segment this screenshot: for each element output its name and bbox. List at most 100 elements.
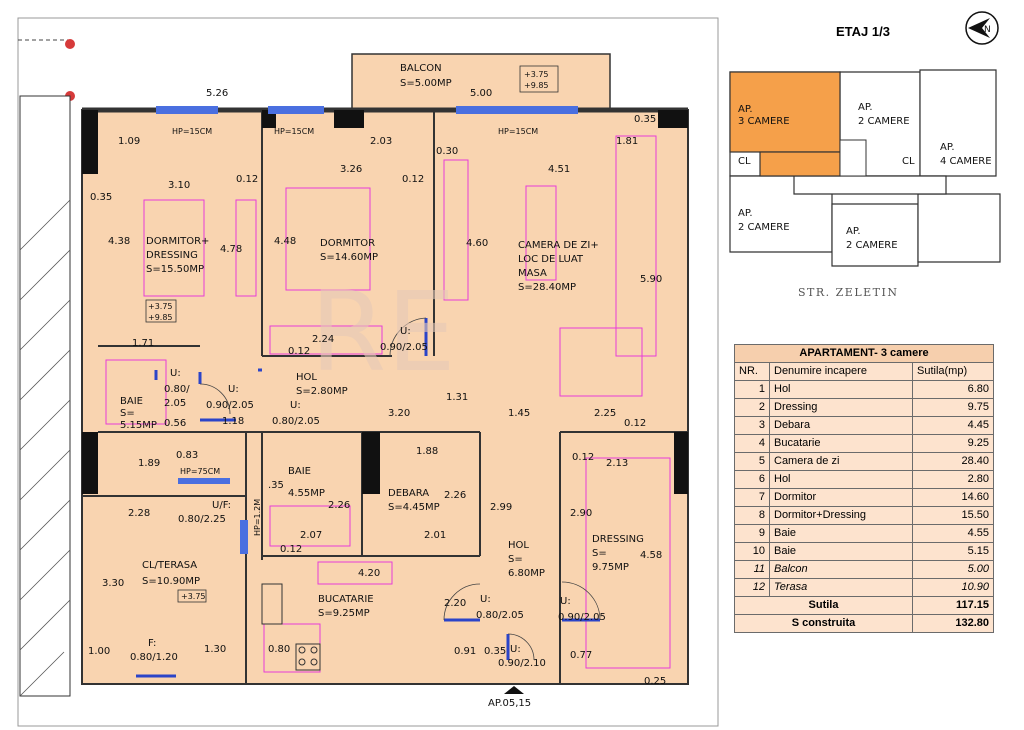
row-area: 4.55 xyxy=(912,524,994,543)
dim: 2.20 xyxy=(444,598,466,609)
key-unit-2-l1: AP. xyxy=(858,102,873,113)
room-hall-small-l1: HOL xyxy=(296,372,317,383)
area-table: APARTAMENT- 3 camere NR. Denumire incape… xyxy=(734,344,994,633)
window-label: HP=15CM xyxy=(498,127,538,136)
dim: 0.12 xyxy=(236,174,258,185)
row-area: 5.15 xyxy=(912,542,994,561)
bedroom-level1: +3.75 xyxy=(148,302,173,311)
furniture xyxy=(105,135,671,673)
row-area: 5.00 xyxy=(912,560,994,579)
balcony-area-label: S=5.00MP xyxy=(400,78,452,89)
room-bath1-l1: BAIE xyxy=(120,396,143,407)
window-label: HP=15CM xyxy=(274,127,314,136)
kitchen-appliances xyxy=(261,583,321,671)
col-nr: NR. xyxy=(734,362,770,381)
dim: 0.12 xyxy=(572,452,594,463)
room-bedroom-dressing-l2: DRESSING xyxy=(146,250,198,261)
floor-label: ETAJ 1/3 xyxy=(836,24,890,39)
door-label: U: xyxy=(290,400,301,411)
dim: 0.12 xyxy=(624,418,646,429)
row-nr: 8 xyxy=(734,506,770,525)
row-area: 2.80 xyxy=(912,470,994,489)
sheet-frame xyxy=(17,17,719,727)
table-total-row: Sutila 117.15 xyxy=(734,596,994,615)
balcony-label: BALCON xyxy=(400,63,442,74)
structural-columns xyxy=(82,110,688,494)
door-label: U: xyxy=(170,368,181,379)
dim: 0.80 xyxy=(268,644,290,655)
room-storage-area: S=4.45MP xyxy=(388,502,440,513)
room-bath2-l1: BAIE xyxy=(288,466,311,477)
room-living-l1: CAMERA DE ZI+ xyxy=(518,240,599,251)
window-label: HP=75CM xyxy=(180,467,220,476)
window-label: HP=1.2M xyxy=(253,499,262,536)
row-nr: 3 xyxy=(734,416,770,435)
row-nr: 4 xyxy=(734,434,770,453)
row-name: Baie xyxy=(769,542,913,561)
key-unit-1-l1: AP. xyxy=(738,104,753,115)
dim: 2.26 xyxy=(444,490,466,501)
sutila-value: 117.15 xyxy=(912,596,994,615)
row-nr: 5 xyxy=(734,452,770,471)
room-dressing-l1: DRESSING xyxy=(592,534,644,545)
key-cl-2: CL xyxy=(902,156,915,167)
door-label: 0.80/2.25 xyxy=(178,514,226,525)
dim: 0.77 xyxy=(570,650,592,661)
room-kitchen-area: S=9.25MP xyxy=(318,608,370,619)
sutila-label: Sutila xyxy=(734,596,913,615)
dim: 2.28 xyxy=(128,508,150,519)
room-dressing-area: S= xyxy=(592,548,607,559)
dim: 4.48 xyxy=(274,236,296,247)
dim: 2.13 xyxy=(606,458,628,469)
compass-icon: N xyxy=(965,11,999,45)
door-label: U: xyxy=(480,594,491,605)
door-label: U: xyxy=(400,326,411,337)
door-label: 0.90/2.05 xyxy=(206,400,254,411)
bedroom-level2: +9.85 xyxy=(148,313,173,322)
row-name: Baie xyxy=(769,524,913,543)
room-terrace-area: S=10.90MP xyxy=(142,576,200,587)
dim: 1.31 xyxy=(446,392,468,403)
balcony-level1: +3.75 xyxy=(524,70,549,79)
dim: 2.26 xyxy=(328,500,350,511)
dim: 1.18 xyxy=(222,416,244,427)
key-plan: N AP. 3 CAMERE AP. 2 CAMERE AP. 4 CAMERE… xyxy=(729,11,1001,299)
dim: 2.24 xyxy=(312,334,334,345)
dim: 2.90 xyxy=(570,508,592,519)
dim: 0.35 xyxy=(634,114,656,125)
row-nr: 2 xyxy=(734,398,770,417)
door-label: F: xyxy=(148,638,156,649)
dim: 0.35 xyxy=(90,192,112,203)
dim: 4.51 xyxy=(548,164,570,175)
key-unit-1-l2: 3 CAMERE xyxy=(738,116,790,127)
door-label: 0.80/1.20 xyxy=(130,652,178,663)
highlight-unit xyxy=(759,151,841,177)
room-dressing-area2: 9.75MP xyxy=(592,562,629,573)
row-area: 9.75 xyxy=(912,398,994,417)
room-hall-big-area2: 6.80MP xyxy=(508,568,545,579)
row-name: Bucatarie xyxy=(769,434,913,453)
door-label: 0.90/2.10 xyxy=(498,658,546,669)
room-bedroom-dressing-l1: DORMITOR+ xyxy=(146,236,209,247)
dim: 3.20 xyxy=(388,408,410,419)
sconstr-value: 132.80 xyxy=(912,614,994,633)
balcony-level2: +9.85 xyxy=(524,81,549,90)
row-area: 28.40 xyxy=(912,452,994,471)
dim: 2.99 xyxy=(490,502,512,513)
row-area: 9.25 xyxy=(912,434,994,453)
door-label: 0.80/2.05 xyxy=(476,610,524,621)
door-label: 0.80/2.05 xyxy=(272,416,320,427)
dim: 2.03 xyxy=(370,136,392,147)
row-name: Debara xyxy=(769,416,913,435)
row-nr: 10 xyxy=(734,542,770,561)
row-name: Terasa xyxy=(769,578,913,597)
table-header-row: NR. Denumire incapere Sutila(mp) xyxy=(734,362,994,381)
